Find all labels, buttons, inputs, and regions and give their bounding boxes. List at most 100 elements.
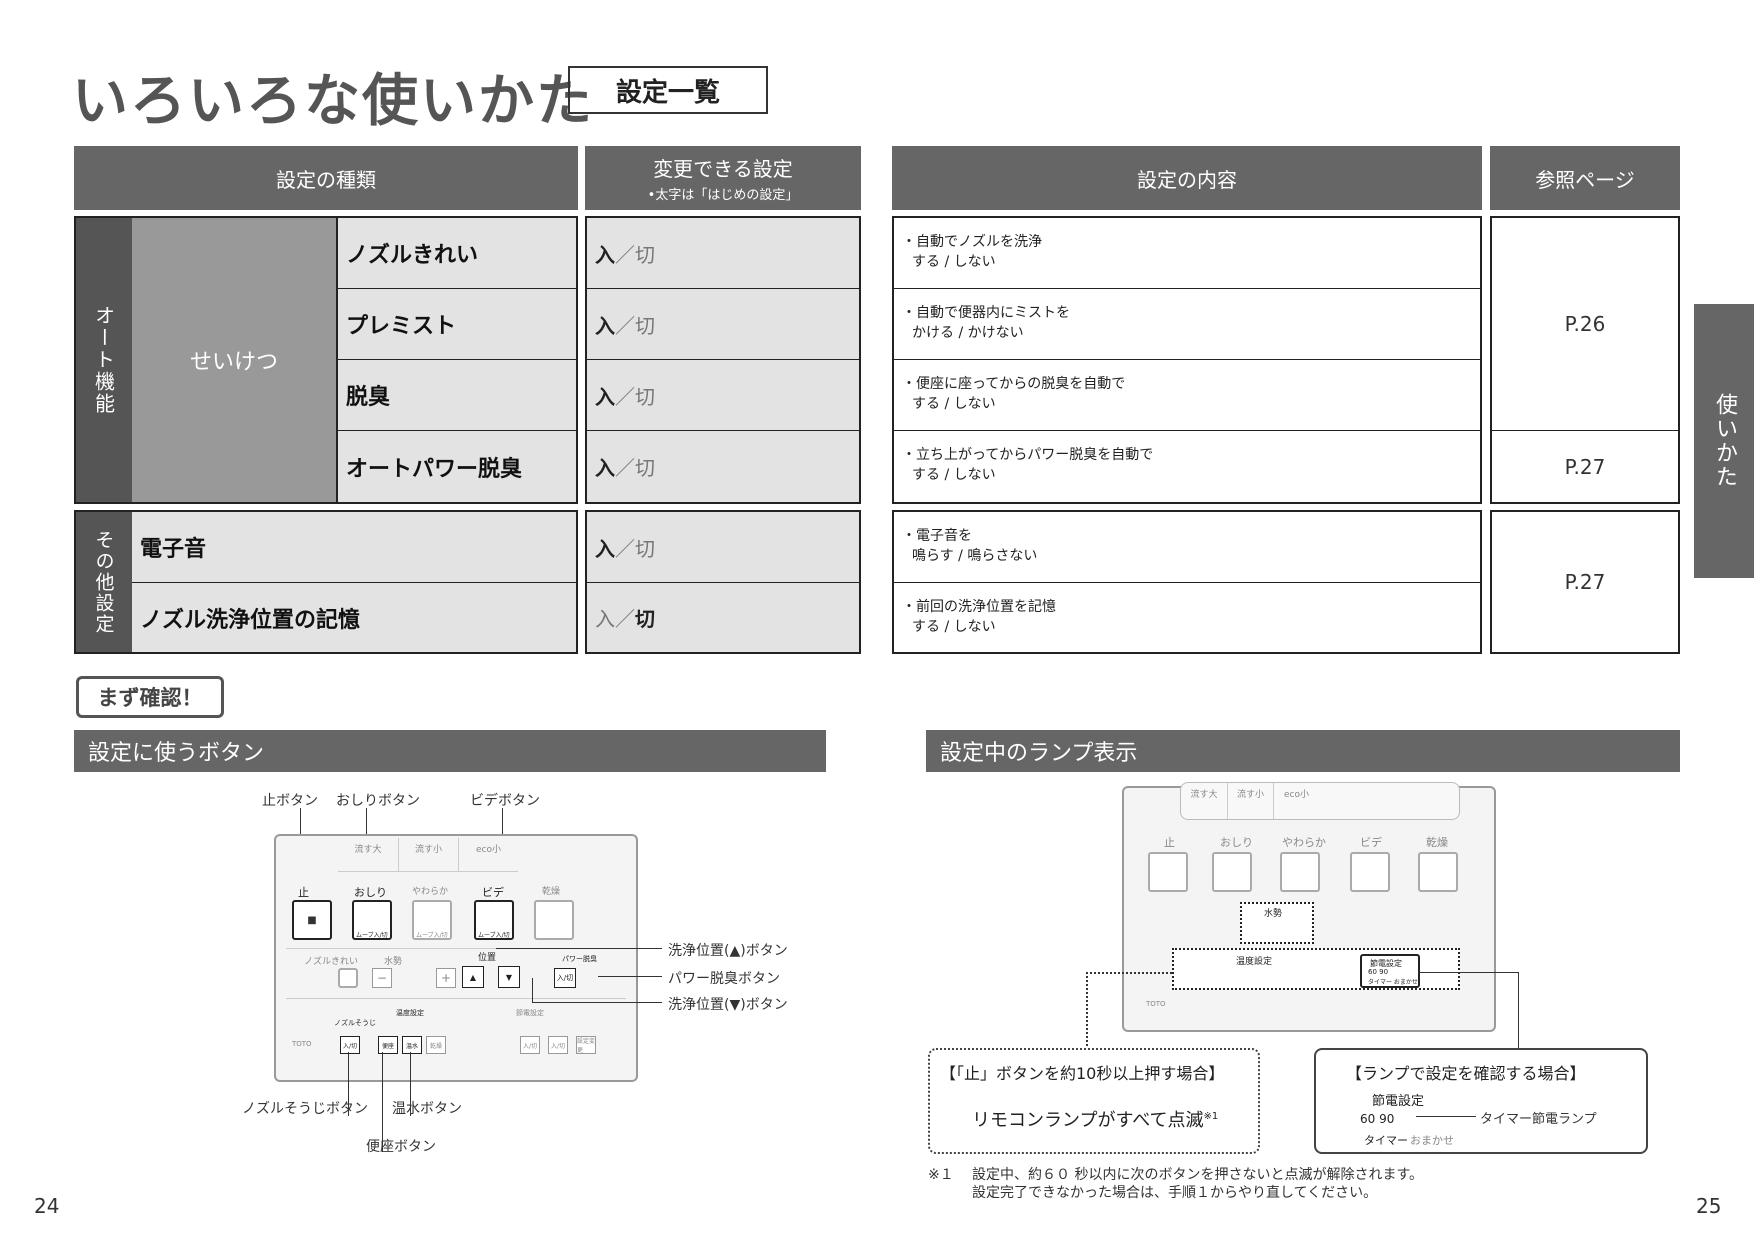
footnote-line2: 設定完了できなかった場合は、手順１からやり直してください。 (972, 1185, 1378, 1201)
right-flush-large[interactable]: 流す大 (1190, 790, 1218, 800)
key-label-stop: 止 (298, 886, 309, 899)
callout1-title: 【「止」ボタンを約10秒以上押す場合】 (940, 1064, 1225, 1083)
auto-desc: ・自動で便器内にミストをかける / かけない (902, 305, 1070, 341)
benza-button[interactable]: 便座 (378, 1036, 398, 1054)
page-title: いろいろな使いかた (72, 69, 594, 134)
auto-row-name: ノズルきれい (338, 218, 576, 288)
callout2-lamp-label: タイマー節電ランプ (1480, 1112, 1597, 1127)
other-group-label: その他設定 (76, 512, 132, 652)
label-bidet-button: ビデボタン (470, 793, 540, 809)
auto-value: 入／切 (595, 313, 655, 338)
flush-keys: 流す大 流す小 eco小 (338, 838, 518, 872)
section-buttons-header: 設定に使うボタン (74, 730, 826, 772)
key-label-bidet: ビデ (482, 886, 504, 899)
callout-lamp-check: 【ランプで設定を確認する場合】 節電設定 60 90 タイマー おまかせ タイマ… (1314, 1048, 1648, 1154)
settings-list-label: 設定一覧 (568, 66, 768, 114)
page-number-right: 25 (1696, 1194, 1722, 1218)
other-row-name: ノズル洗浄位置の記憶 (132, 583, 576, 652)
callout2-nums: 60 90 (1360, 1112, 1395, 1126)
label-position-down: 洗浄位置(▼)ボタン (668, 997, 788, 1013)
auto-desc: ・立ち上がってからパワー脱臭を自動でする / しない (902, 447, 1154, 483)
key-label-yawaraka: やわらか (412, 887, 449, 897)
right-brand-logo: TOTO (1146, 1000, 1166, 1008)
auto-ref-block: P.26 P.27 (1490, 216, 1680, 504)
other-values-block: 入／切 入／切 (585, 510, 861, 654)
callout2-timer: タイマー (1364, 1134, 1408, 1147)
ondo-label: 温度設定 (1236, 957, 1273, 967)
auto-values-block: 入／切 入／切 入／切 入／切 (585, 216, 861, 504)
yawaraka-sub: ムーブ入/切 (416, 932, 448, 939)
onsui-button[interactable]: 温水 (402, 1036, 422, 1054)
right-key-label-yawaraka: やわらか (1282, 836, 1326, 849)
nozzle-kirei-button[interactable] (338, 968, 358, 988)
label-benza-button: 便座ボタン (366, 1139, 436, 1155)
ref-page-26[interactable]: P.26 (1564, 312, 1606, 336)
oshiri-button[interactable]: ムーブ入/切 (352, 900, 392, 940)
key-label-kanso: 乾燥 (542, 887, 561, 897)
suisei-minus-button[interactable]: − (372, 968, 392, 988)
bidet-button[interactable]: ムーブ入/切 (474, 900, 514, 940)
stop-icon: ■ (307, 914, 317, 926)
ref-page-27-other[interactable]: P.27 (1490, 510, 1680, 654)
label-onsui-button: 温水ボタン (392, 1101, 462, 1117)
right-stop-button[interactable] (1148, 852, 1188, 892)
other-desc: ・電子音を鳴らす / 鳴らさない (902, 528, 1038, 564)
yawaraka-button[interactable]: ムーブ入/切 (412, 900, 452, 940)
setsuden-button-2[interactable]: 入/切 (548, 1036, 568, 1054)
right-key-label-kanso: 乾燥 (1426, 836, 1448, 849)
key-label-oshiri: おしり (354, 886, 387, 899)
timer-nums: 60 90 (1368, 968, 1389, 976)
label-nozzle-kirei: ノズルきれい (304, 957, 359, 967)
label-power-dassyu: パワー脱臭 (562, 955, 597, 963)
right-bidet-button[interactable] (1350, 852, 1390, 892)
flush-large-key[interactable]: 流す大 (354, 845, 382, 855)
right-kanso-button[interactable] (1418, 852, 1458, 892)
other-value: 入／切 (595, 536, 655, 561)
auto-desc-block: ・自動でノズルを洗浄する / しない ・自動で便器内にミストをかける / かけな… (892, 216, 1482, 504)
label-position-up: 洗浄位置(▲)ボタン (668, 943, 788, 959)
check-first-badge: まず確認！ (76, 676, 224, 718)
kanso-temp-button[interactable]: 乾燥 (426, 1036, 446, 1054)
label-stop-button: 止ボタン (262, 793, 318, 809)
header-ref: 参照ページ (1490, 146, 1680, 210)
power-dassyu-button[interactable]: 入/切 (554, 968, 576, 988)
section-lamps-header: 設定中のランプ表示 (926, 730, 1680, 772)
suisei-plus-button[interactable]: + (436, 968, 456, 988)
auto-type-block: オート機能 せいけつ ノズルきれい プレミスト 脱臭 オートパワー脱臭 (74, 216, 578, 504)
auto-value: 入／切 (595, 456, 655, 480)
setting-change-button[interactable]: 設定変更 (576, 1036, 596, 1054)
setsuden-button-1[interactable]: 入/切 (520, 1036, 540, 1054)
callout1-body: リモコンランプがすべて点滅※1 (972, 1110, 1219, 1131)
suisei-label: 水勢 (1264, 909, 1283, 919)
auto-row-name: プレミスト (338, 289, 576, 359)
side-tab-usage[interactable]: 使いかた (1694, 304, 1754, 578)
setsuden-label: 節電設定 (1370, 959, 1402, 968)
right-flush-small[interactable]: 流す小 (1227, 783, 1273, 819)
auto-value: 入／切 (595, 384, 655, 409)
nozzle-souji-button[interactable]: 入/切 (340, 1036, 360, 1054)
other-desc: ・前回の洗浄位置を記憶する / しない (902, 599, 1056, 635)
position-up-button[interactable]: ▲ (462, 966, 484, 988)
other-type-block: その他設定 電子音 ノズル洗浄位置の記憶 (74, 510, 578, 654)
ref-page-27[interactable]: P.27 (1564, 454, 1606, 479)
right-eco-small[interactable]: eco小 (1273, 783, 1319, 819)
eco-small-key[interactable]: eco小 (458, 838, 518, 871)
kanso-button[interactable] (534, 900, 574, 940)
stop-button[interactable]: ■ (292, 900, 332, 940)
bidet-sub: ムーブ入/切 (478, 932, 510, 939)
left-remote-diagram: 止ボタン おしりボタン ビデボタン 流す大 流す小 eco小 止 おしり やわら… (242, 790, 802, 1180)
flush-small-key[interactable]: 流す小 (398, 838, 458, 871)
right-yawaraka-button[interactable] (1280, 852, 1320, 892)
auto-group-label: オート機能 (76, 218, 132, 502)
right-key-label-oshiri: おしり (1220, 836, 1253, 849)
label-setsuden: 節電設定 (516, 1009, 544, 1017)
right-oshiri-button[interactable] (1212, 852, 1252, 892)
position-down-button[interactable]: ▼ (498, 966, 520, 988)
timer-labels: タイマー おまかせ (1368, 979, 1418, 986)
auto-desc: ・自動でノズルを洗浄する / しない (902, 234, 1042, 270)
callout-stop-10sec: 【「止」ボタンを約10秒以上押す場合】 リモコンランプがすべて点滅※1 (928, 1048, 1260, 1154)
footnote-line1: 設定中、約６０ 秒以内に次のボタンを押さないと点滅が解除されます。 (972, 1167, 1424, 1183)
header-content: 設定の内容 (892, 146, 1482, 210)
other-row-name: 電子音 (132, 512, 576, 582)
callout2-sub: 節電設定 (1372, 1094, 1425, 1109)
